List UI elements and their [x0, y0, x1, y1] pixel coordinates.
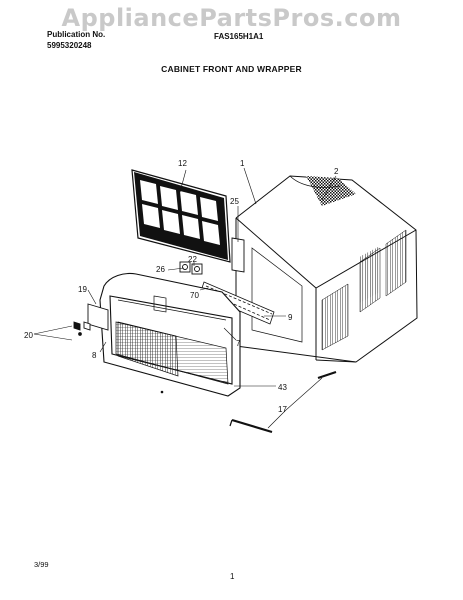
callout-1: 1 [240, 159, 245, 168]
publication-label: Publication No. [47, 30, 106, 39]
callout-labels: 12 1 2 25 26 22 70 9 19 20 8 7 43 17 [24, 159, 339, 414]
publication-number: 5995320248 [47, 41, 92, 50]
screw-dot [160, 390, 164, 394]
side-louvers [321, 229, 407, 351]
callout-19: 19 [78, 285, 87, 294]
callout-22: 22 [188, 255, 197, 264]
model-number: FAS165H1A1 [214, 32, 264, 41]
callout-25: 25 [230, 197, 239, 206]
page-title: CABINET FRONT AND WRAPPER [161, 64, 302, 74]
callout-17: 17 [278, 405, 287, 414]
callout-7: 7 [236, 339, 241, 348]
callout-8: 8 [92, 351, 97, 360]
callout-2: 2 [334, 167, 339, 176]
side-bracket [73, 303, 109, 336]
leader-lines [33, 167, 337, 429]
front-panel [99, 272, 241, 397]
callout-9: 9 [288, 313, 293, 322]
air-filter [131, 169, 231, 263]
drain-strips [229, 370, 337, 434]
callout-12: 12 [178, 159, 187, 168]
callout-20: 20 [24, 331, 33, 340]
watermark: AppliancePartsPros.com [61, 4, 402, 32]
control-bracket [179, 237, 245, 275]
page-number: 1 [230, 572, 235, 581]
callout-26: 26 [156, 265, 165, 274]
callout-43: 43 [278, 383, 287, 392]
callout-70: 70 [190, 291, 199, 300]
revision-date: 3/99 [34, 560, 49, 569]
